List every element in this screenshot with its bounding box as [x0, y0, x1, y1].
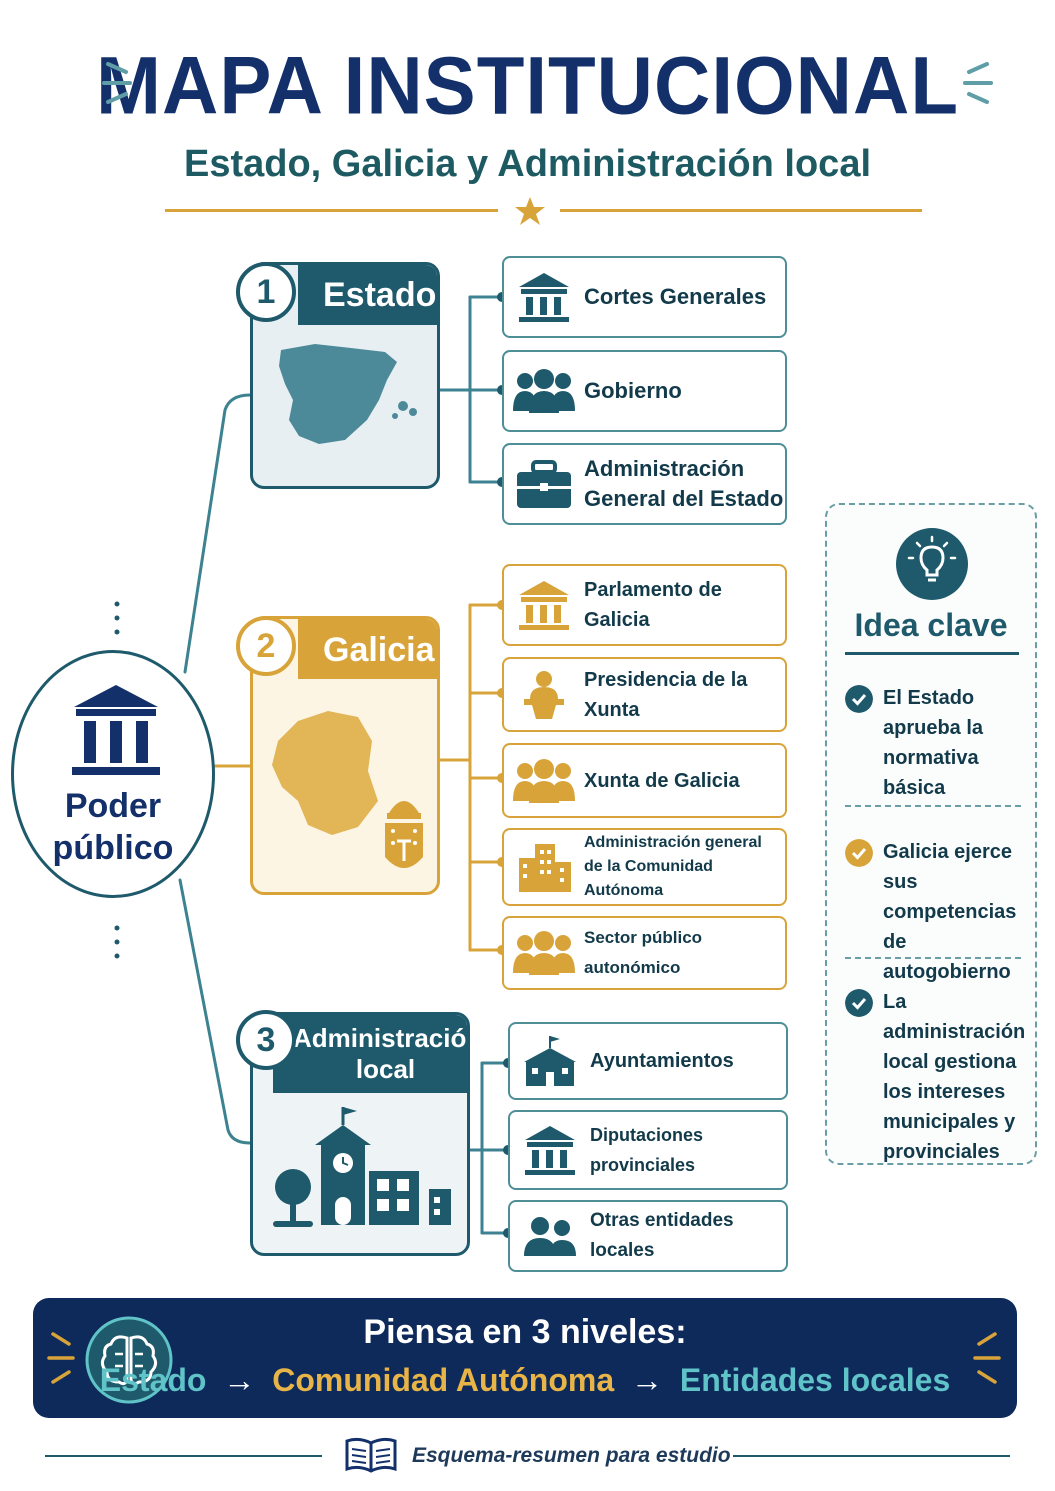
- arrow-right-icon: →: [223, 1362, 256, 1398]
- idea-title: Idea clave: [854, 607, 1008, 643]
- item-label: Gobierno: [584, 378, 682, 403]
- banner-title: Piensa en 3 niveles:: [363, 1313, 687, 1351]
- brain-icon: [85, 1316, 173, 1404]
- footer-line: [45, 1455, 322, 1457]
- root-label-line2: público: [52, 829, 174, 867]
- level-1-title: Estado: [323, 276, 437, 314]
- galicia-item-xunta[interactable]: Xunta de Galicia: [502, 743, 787, 818]
- building-columns-icon: [72, 685, 160, 775]
- open-book-icon: [345, 1437, 397, 1473]
- item-label: Administración General del Estado: [584, 456, 784, 511]
- spain-map-icon: [279, 344, 417, 444]
- building-columns-icon: [504, 258, 584, 336]
- item-label: Cortes Generales: [584, 284, 767, 309]
- right-sparkle-icon: [963, 62, 993, 104]
- speaker-podium-icon: [504, 659, 584, 730]
- people-pair-icon: [510, 1202, 590, 1270]
- check-circle-icon: [845, 989, 873, 1017]
- galicia-item-presidencia[interactable]: Presidencia de la Xunta: [502, 657, 787, 732]
- building-columns-icon: [510, 1112, 590, 1188]
- level-3-title: Administración local: [293, 1023, 470, 1084]
- people-group-icon: [504, 918, 584, 988]
- divider-line: [165, 209, 498, 212]
- estado-item-administracion-general-del-estado[interactable]: Administración General del Estado: [502, 443, 787, 525]
- item-label: Ayuntamientos: [590, 1050, 734, 1072]
- item-label: Sector público autonómico: [584, 928, 703, 977]
- item-label: Diputaciones provinciales: [590, 1125, 704, 1175]
- check-circle-icon: [845, 685, 873, 713]
- town-scene-icon: [273, 1107, 451, 1227]
- banner-levels: Estado → Comunidad Autónoma → Entidades …: [33, 1358, 1017, 1402]
- level-2-number: 2: [236, 616, 296, 676]
- estado-item-cortes-generales[interactable]: Cortes Generales: [502, 256, 787, 338]
- people-group-icon: [504, 352, 584, 430]
- local-item-ayuntamientos[interactable]: Ayuntamientos: [508, 1022, 788, 1100]
- idea-separator: [845, 957, 1021, 959]
- page-subtitle: Estado, Galicia y Administración local: [183, 143, 872, 185]
- building-columns-icon: [504, 566, 584, 644]
- left-sparkle-icon: [47, 1332, 75, 1384]
- people-group-icon: [504, 745, 584, 816]
- idea-clave-box: Idea clave El Estado aprueba la normativ…: [825, 503, 1037, 1165]
- level-3-number: 3: [236, 1010, 296, 1070]
- check-circle-icon: [845, 839, 873, 867]
- briefcase-icon: [504, 445, 584, 523]
- idea-separator: [845, 805, 1021, 807]
- idea-title-underline: [845, 652, 1019, 655]
- town-hall-icon: [510, 1024, 590, 1098]
- galicia-item-parlamento[interactable]: Parlamento de Galicia: [502, 564, 787, 646]
- footer-text: Esquema-resumen para estudio: [412, 1444, 731, 1467]
- item-label: Xunta de Galicia: [584, 769, 740, 792]
- footer-line: [733, 1455, 1010, 1457]
- root-node: Poder público: [11, 650, 215, 898]
- banner-level-2: Comunidad Autónoma: [272, 1362, 615, 1398]
- galicia-item-sector-publico[interactable]: Sector público autonómico: [502, 916, 787, 990]
- estado-item-gobierno[interactable]: Gobierno: [502, 350, 787, 432]
- local-item-diputaciones[interactable]: Diputaciones provinciales: [508, 1110, 788, 1190]
- banner-level-3: Entidades locales: [679, 1362, 951, 1398]
- galicia-map-icon: [272, 711, 378, 835]
- lightbulb-icon: [896, 528, 968, 600]
- page-title: MAPA INSTITUCIONAL: [96, 38, 959, 132]
- galicia-coat-of-arms-icon: [385, 801, 423, 868]
- root-label-line1: Poder: [64, 787, 162, 825]
- item-label: Otras entidades locales: [590, 1210, 734, 1261]
- summary-banner: Piensa en 3 niveles: Estado → Comunidad …: [33, 1298, 1017, 1418]
- star-icon: [515, 197, 545, 225]
- galicia-item-administracion-general[interactable]: Administración general de la Comunidad A…: [502, 828, 787, 906]
- local-item-otras-entidades[interactable]: Otras entidades locales: [508, 1200, 788, 1272]
- arrow-right-icon: →: [631, 1362, 664, 1398]
- level-1-number: 1: [236, 262, 296, 322]
- item-label: Administración general de la Comunidad A…: [584, 834, 762, 899]
- office-building-icon: [504, 830, 584, 904]
- banner-level-1: Estado: [99, 1362, 207, 1398]
- right-sparkle-icon: [973, 1332, 1001, 1384]
- item-label: Parlamento de Galicia: [584, 579, 722, 631]
- divider-line: [560, 209, 922, 212]
- left-sparkle-icon: [102, 62, 132, 104]
- level-2-title: Galicia: [323, 631, 435, 669]
- item-label: Presidencia de la Xunta: [584, 668, 748, 721]
